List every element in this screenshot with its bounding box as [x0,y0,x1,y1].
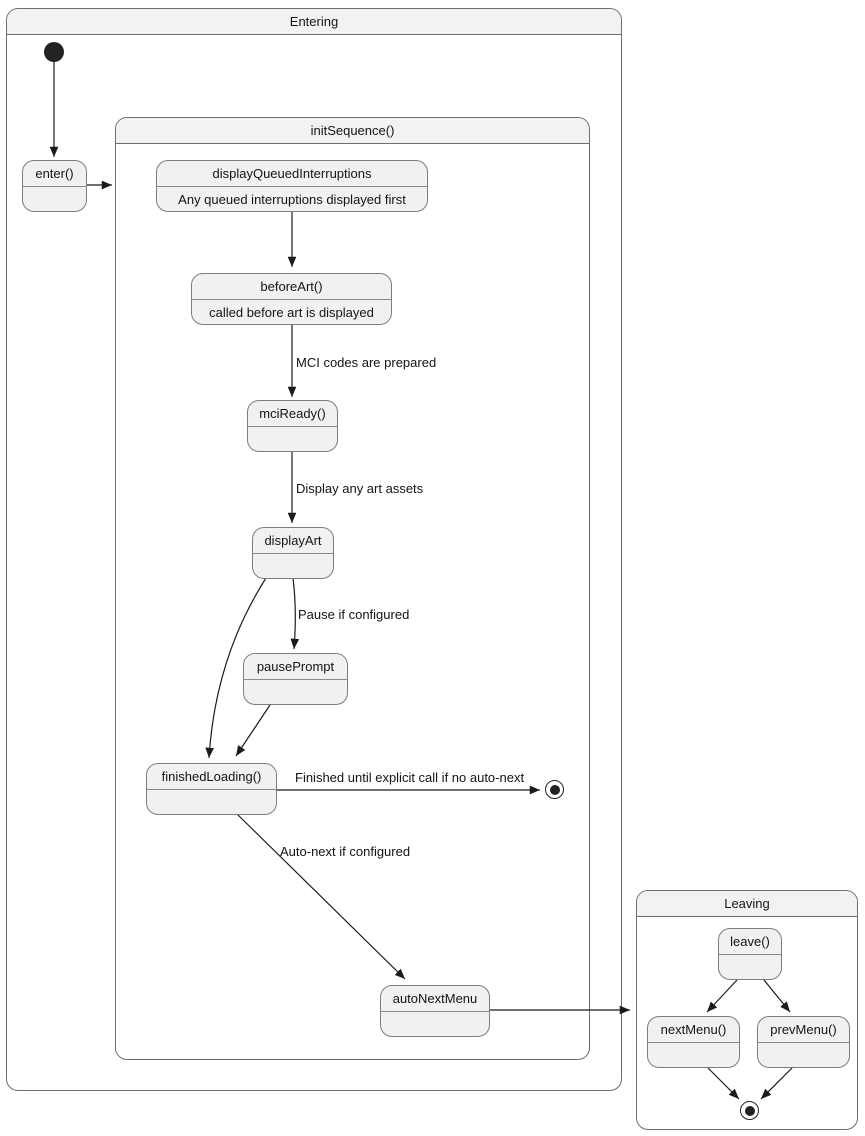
state-display-queued-interruptions: displayQueuedInterruptions Any queued in… [156,160,428,212]
edge-label-mci-codes: MCI codes are prepared [296,355,437,370]
container-init-sequence-title: initSequence() [116,118,589,144]
state-finished-loading: finishedLoading() [146,763,277,815]
state-mci-ready: mciReady() [247,400,338,452]
container-init-sequence: initSequence() [115,117,590,1060]
state-leave: leave() [718,928,782,980]
state-auto-next-menu: autoNextMenu [380,985,490,1037]
final-state-inner-dot [744,1105,755,1116]
container-leaving-title: Leaving [637,891,857,917]
state-next-menu-label: nextMenu() [648,1017,739,1043]
state-leave-label: leave() [719,929,781,955]
container-entering: Entering [6,8,622,1091]
state-display-art-body [253,554,333,579]
initial-state-dot [44,42,64,62]
state-next-menu: nextMenu() [647,1016,740,1068]
state-display-queued-interruptions-label: displayQueuedInterruptions [157,161,427,187]
edge-label-finished-until: Finished until explicit call if no auto-… [295,770,525,785]
state-display-art-label: displayArt [253,528,333,554]
state-display-queued-interruptions-description: Any queued interruptions displayed first [178,192,406,207]
state-auto-next-menu-label: autoNextMenu [381,986,489,1012]
state-enter-label: enter() [23,161,86,187]
final-state-initsequence [545,780,564,799]
container-entering-title: Entering [7,9,621,35]
state-mci-ready-body [248,427,337,452]
final-state-leaving [740,1101,759,1120]
state-finished-loading-label: finishedLoading() [147,764,276,790]
state-enter: enter() [22,160,87,212]
state-auto-next-menu-body [381,1012,489,1037]
state-prev-menu: prevMenu() [757,1016,850,1068]
edge-label-display-art-assets: Display any art assets [296,481,424,496]
state-pause-prompt-body [244,680,347,705]
state-next-menu-body [648,1043,739,1068]
final-state-inner-dot [549,784,560,795]
state-display-art: displayArt [252,527,334,579]
state-pause-prompt: pausePrompt [243,653,348,705]
state-before-art-label: beforeArt() [192,274,391,300]
state-enter-body [23,187,86,212]
state-mci-ready-label: mciReady() [248,401,337,427]
state-leave-body [719,955,781,980]
container-leaving: Leaving [636,890,858,1130]
state-finished-loading-body [147,790,276,815]
state-pause-prompt-label: pausePrompt [244,654,347,680]
state-before-art-description: called before art is displayed [209,305,374,320]
state-before-art: beforeArt() called before art is display… [191,273,392,325]
edge-label-auto-next: Auto-next if configured [280,844,411,859]
state-prev-menu-body [758,1043,849,1068]
state-prev-menu-label: prevMenu() [758,1017,849,1043]
edge-label-pause-if-configured: Pause if configured [298,607,410,622]
